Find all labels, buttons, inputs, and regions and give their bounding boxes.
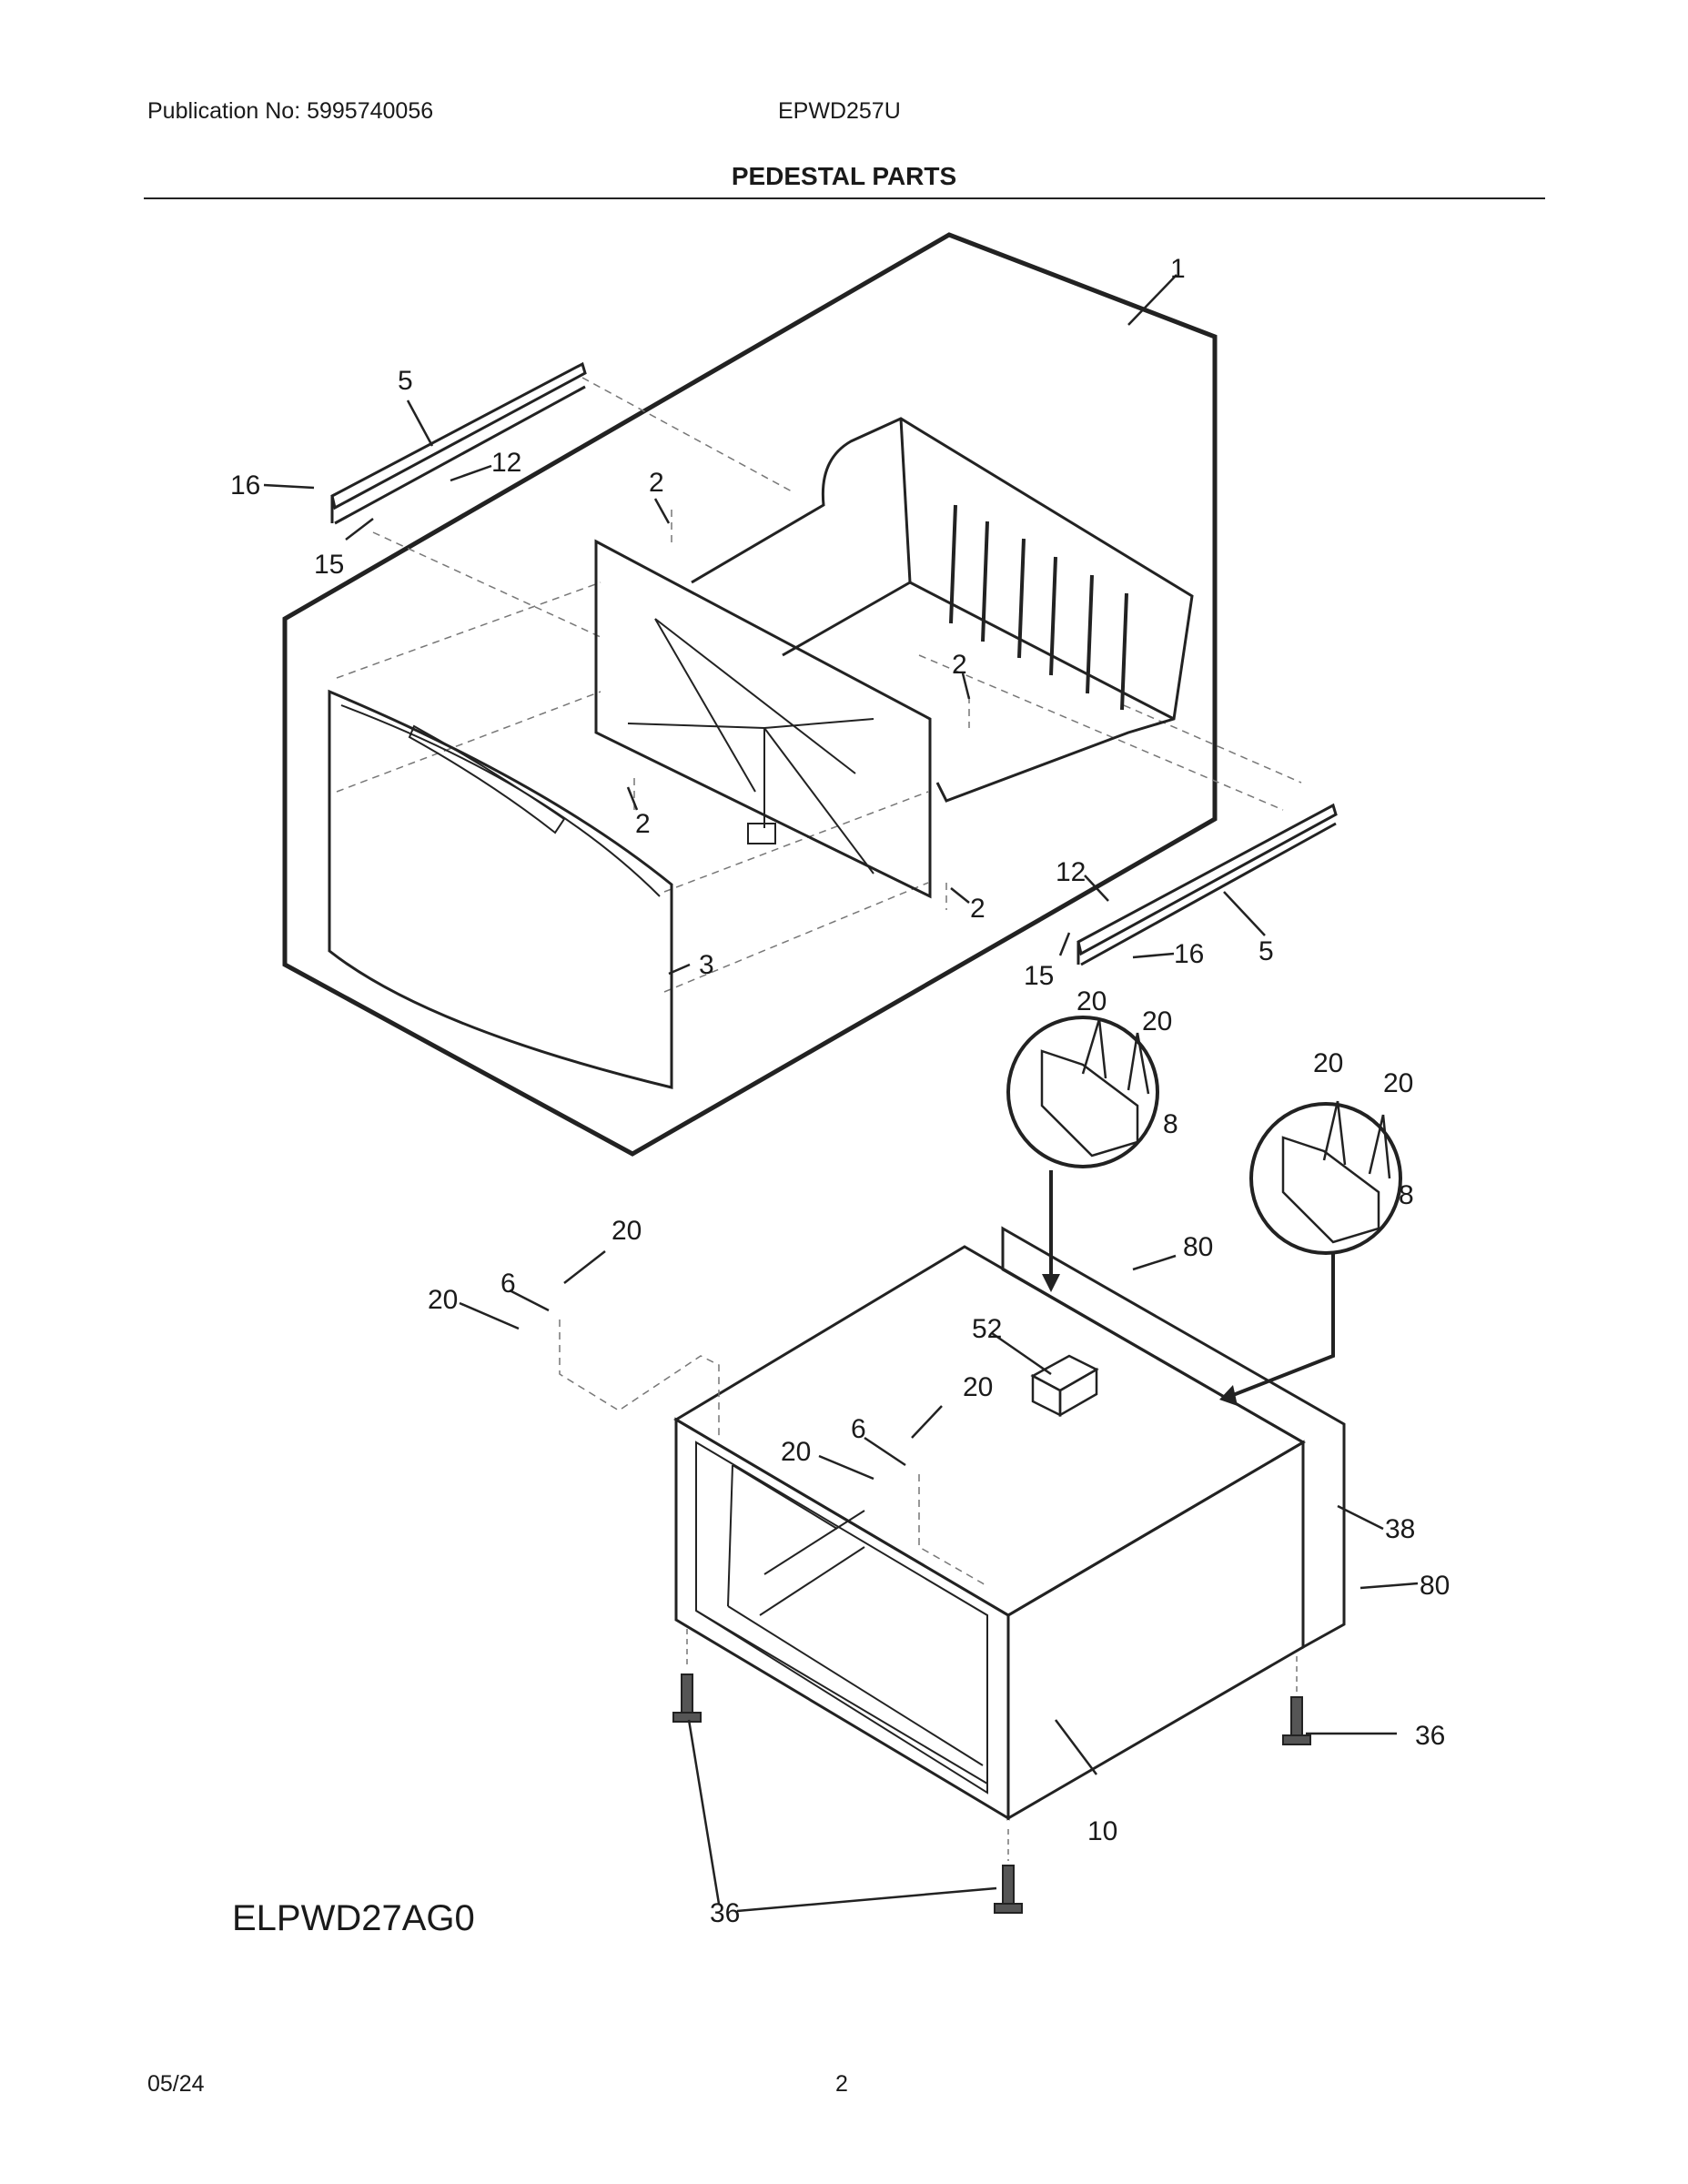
callout-20-g: 20 [963, 1372, 993, 1402]
callout-labels: 1 2 2 2 2 3 5 5 12 12 15 15 16 16 20 20 … [230, 254, 1450, 1928]
construction-lines [336, 377, 1302, 993]
callout-12-a: 12 [491, 448, 521, 478]
page-number: 2 [835, 2071, 848, 2097]
drawer-assembly [263, 232, 1338, 1157]
callout-20-f: 20 [428, 1285, 458, 1315]
callout-2-b: 2 [952, 650, 967, 680]
callout-15-b: 15 [1024, 961, 1054, 991]
slide-rail-right [1076, 803, 1338, 966]
callout-15-a: 15 [314, 550, 344, 580]
callout-8-b: 8 [1399, 1180, 1414, 1210]
callout-6-a: 6 [500, 1269, 516, 1299]
bracket-detail-left [1006, 1016, 1159, 1292]
header-divider [144, 197, 1545, 199]
slide-rail-left [330, 361, 587, 525]
cabinet-right-side [1006, 1440, 1305, 1821]
callout-5-a: 5 [398, 366, 413, 396]
callout-10: 10 [1087, 1816, 1117, 1846]
leveling-feet [672, 1673, 1311, 1914]
drawer-frame [594, 539, 932, 899]
callout-36-a: 36 [1415, 1721, 1445, 1751]
base-leader-lines [459, 1250, 1419, 1913]
callout-16-b: 16 [1174, 939, 1204, 969]
callout-20-c: 20 [1313, 1048, 1343, 1078]
subassembly-label: ELPWD27AG0 [232, 1898, 475, 1938]
callout-20-e: 20 [612, 1216, 642, 1246]
drawer-front-panel [328, 689, 673, 1089]
drawer-bin [691, 417, 1194, 803]
cabinet-rear-panel [1001, 1226, 1346, 1650]
callout-20-b: 20 [1142, 1006, 1172, 1036]
footer-date: 05/24 [147, 2071, 205, 2097]
leader-lines [263, 274, 1266, 976]
model-number: EPWD257U [778, 98, 901, 124]
callout-38: 38 [1385, 1514, 1415, 1544]
callout-20-h: 20 [781, 1437, 811, 1467]
callout-1: 1 [1170, 254, 1186, 284]
callout-16-a: 16 [230, 470, 260, 500]
callout-52: 52 [972, 1314, 1002, 1344]
callout-3: 3 [699, 950, 714, 980]
publication-number: Publication No: 5995740056 [147, 98, 434, 124]
callout-20-a: 20 [1076, 986, 1107, 1016]
junction-box [1030, 1354, 1099, 1418]
callout-20-d: 20 [1383, 1068, 1413, 1098]
callout-80-b: 80 [1420, 1571, 1450, 1601]
cabinet-front-frame [674, 1417, 1010, 1821]
page-title: PEDESTAL PARTS [731, 162, 957, 190]
callout-2-d: 2 [970, 894, 986, 924]
callout-2-a: 2 [649, 468, 664, 498]
pedestal-cabinet [559, 1226, 1346, 1861]
callout-36-b: 36 [710, 1898, 740, 1928]
callout-6-b: 6 [851, 1414, 866, 1444]
callout-5-b: 5 [1258, 936, 1274, 966]
callout-80-a: 80 [1183, 1232, 1213, 1262]
cabinet-top [673, 1245, 1306, 1617]
callout-8-a: 8 [1163, 1109, 1178, 1139]
callout-2-c: 2 [635, 809, 651, 839]
callout-12-b: 12 [1056, 857, 1086, 887]
drawer-assembly-outline [282, 232, 1218, 1157]
bracket-detail-right [1219, 1100, 1402, 1406]
